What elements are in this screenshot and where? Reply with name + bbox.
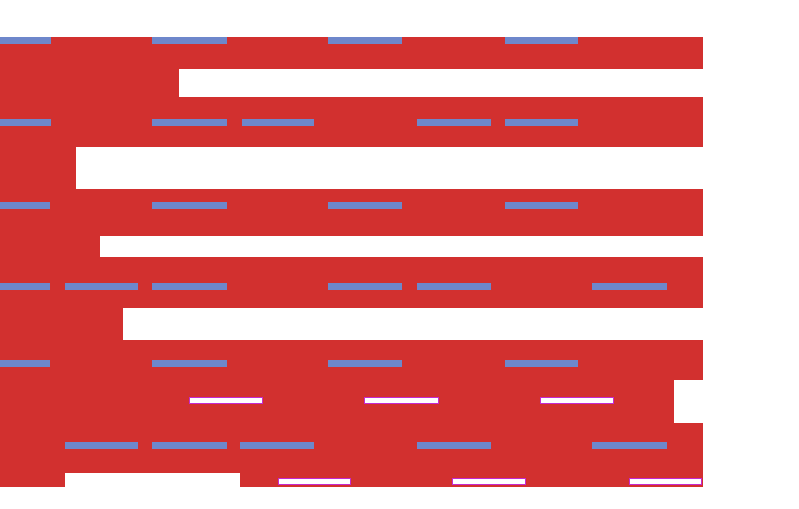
link-underline-bar[interactable]	[328, 202, 402, 209]
link-underline-bar[interactable]	[0, 202, 50, 209]
link-underline-bar[interactable]	[152, 119, 227, 126]
link-underline-bar[interactable]	[505, 119, 578, 126]
highlighted-link-bar[interactable]	[540, 397, 614, 404]
link-underline-bar[interactable]	[328, 37, 402, 44]
link-underline-bar[interactable]	[417, 119, 491, 126]
link-underline-bar[interactable]	[328, 283, 402, 290]
highlighted-link-bar[interactable]	[278, 478, 351, 485]
link-underline-bar[interactable]	[417, 283, 491, 290]
link-underline-bar[interactable]	[328, 360, 402, 367]
link-underline-bar[interactable]	[505, 37, 578, 44]
redacted-text-block	[0, 97, 703, 147]
redacted-text-block	[0, 69, 179, 97]
redacted-text-block	[0, 257, 703, 308]
link-underline-bar[interactable]	[152, 202, 227, 209]
link-underline-bar[interactable]	[0, 360, 50, 367]
paragraph-gap	[674, 380, 703, 423]
link-underline-bar[interactable]	[152, 360, 227, 367]
redacted-text-block	[0, 147, 76, 189]
highlighted-link-bar[interactable]	[189, 397, 263, 404]
link-underline-bar[interactable]	[505, 202, 578, 209]
link-underline-bar[interactable]	[417, 442, 491, 449]
link-underline-bar[interactable]	[152, 442, 227, 449]
link-underline-bar[interactable]	[152, 37, 227, 44]
link-underline-bar[interactable]	[0, 119, 51, 126]
link-underline-bar[interactable]	[152, 283, 227, 290]
highlighted-link-bar[interactable]	[629, 478, 702, 485]
link-underline-bar[interactable]	[505, 360, 578, 367]
link-underline-bar[interactable]	[592, 283, 667, 290]
redacted-text-block	[0, 189, 703, 236]
paragraph-gap	[65, 473, 240, 487]
link-underline-bar[interactable]	[0, 37, 51, 44]
highlighted-link-bar[interactable]	[452, 478, 526, 485]
link-underline-bar[interactable]	[65, 442, 138, 449]
link-underline-bar[interactable]	[592, 442, 667, 449]
link-underline-bar[interactable]	[240, 442, 314, 449]
redacted-text-block	[0, 236, 100, 257]
link-underline-bar[interactable]	[65, 283, 138, 290]
highlighted-link-bar[interactable]	[364, 397, 439, 404]
link-underline-bar[interactable]	[242, 119, 314, 126]
redacted-text-block	[0, 308, 123, 340]
link-underline-bar[interactable]	[0, 283, 50, 290]
